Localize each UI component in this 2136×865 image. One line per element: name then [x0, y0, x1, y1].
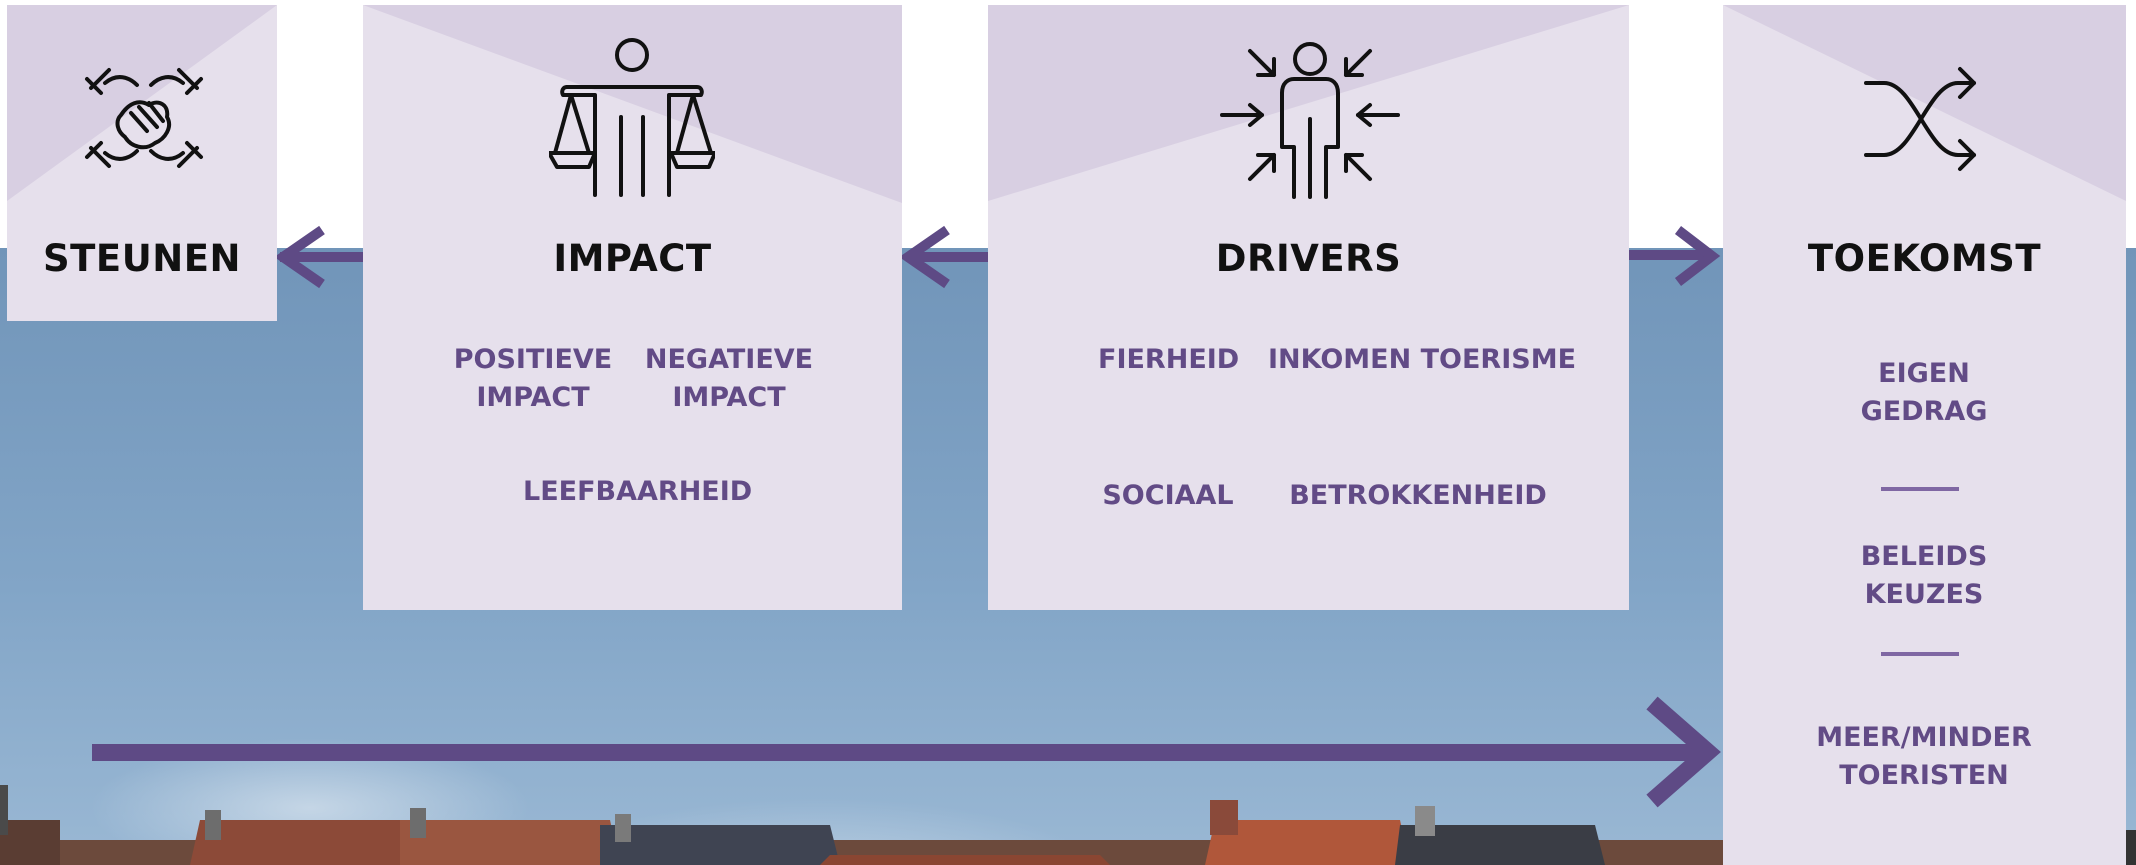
arrow-to-impact-shaft [908, 252, 990, 262]
steunen-title: STEUNEN [43, 237, 241, 280]
toekomst-title: TOEKOMST [1807, 237, 2042, 280]
drivers-title: DRIVERS [1215, 237, 1402, 280]
drivers-income-label: INKOMEN TOERISME [1268, 344, 1577, 375]
arrow-to-impact-head [899, 225, 950, 289]
long-arrow-shaft [92, 744, 1702, 761]
impact-livability-label: LEEFBAARHEID [523, 476, 753, 507]
arrow-to-toekomst-shaft [1628, 250, 1710, 260]
arrow-to-steunen-head [274, 225, 325, 289]
card-triangle [1723, 5, 2126, 201]
person-focus-arrows-icon [1220, 42, 1400, 199]
card-triangle [363, 5, 902, 203]
card-triangle [988, 5, 1629, 201]
separator-line [1881, 487, 1959, 491]
arrow-to-steunen-shaft [280, 252, 365, 262]
shuffle-arrows-icon [1864, 67, 1976, 171]
long-arrow-head [1646, 696, 1721, 808]
hands-together-icon [85, 68, 203, 168]
drivers-involvement-label: BETROKKENHEID [1289, 480, 1547, 511]
drivers-card: DRIVERS FIERHEID INKOMEN TOERISME SOCIAA… [988, 5, 1629, 610]
arrow-to-toekomst-head [1674, 226, 1721, 286]
balance-scale-person-icon [549, 38, 715, 197]
steunen-card: STEUNEN [7, 5, 277, 321]
impact-title: IMPACT [553, 237, 712, 280]
drivers-pride-label: FIERHEID [1098, 344, 1240, 375]
drivers-social-label: SOCIAAL [1102, 480, 1234, 511]
separator-line [1881, 652, 1959, 656]
